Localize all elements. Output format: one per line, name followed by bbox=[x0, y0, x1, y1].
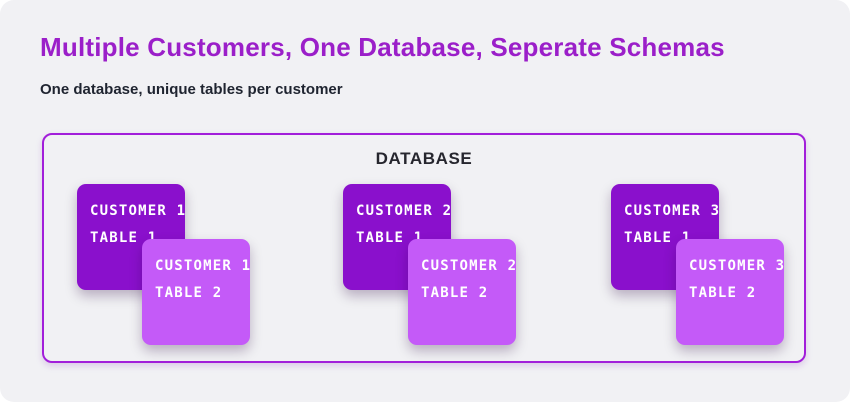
table-card-line1: CUSTOMER 3 bbox=[689, 258, 786, 274]
page-subtitle: One database, unique tables per customer bbox=[40, 81, 343, 98]
customer-1-table-1-card: CUSTOMER 1 TABLE 1 bbox=[77, 184, 185, 290]
customer-2-table-2-card: CUSTOMER 2 TABLE 2 bbox=[408, 239, 516, 345]
database-container: DATABASE CUSTOMER 1 TABLE 1 CUSTOMER 1 T… bbox=[42, 133, 806, 363]
page-title: Multiple Customers, One Database, Sepera… bbox=[40, 32, 725, 62]
table-card-line2: TABLE 1 bbox=[356, 230, 424, 246]
table-card-line2: TABLE 2 bbox=[155, 285, 223, 301]
table-card-line1: CUSTOMER 3 bbox=[624, 203, 721, 219]
customer-3-table-2-card: CUSTOMER 3 TABLE 2 bbox=[676, 239, 784, 345]
table-card-line1: CUSTOMER 2 bbox=[421, 258, 518, 274]
customer-1-table-2-card: CUSTOMER 1 TABLE 2 bbox=[142, 239, 250, 345]
table-card-line2: TABLE 1 bbox=[624, 230, 692, 246]
customer-1-schema-group: CUSTOMER 1 TABLE 1 CUSTOMER 1 TABLE 2 bbox=[77, 184, 251, 346]
table-card-line2: TABLE 2 bbox=[421, 285, 489, 301]
table-card-line1: CUSTOMER 1 bbox=[90, 203, 187, 219]
customer-2-schema-group: CUSTOMER 2 TABLE 1 CUSTOMER 2 TABLE 2 bbox=[343, 184, 517, 346]
table-card-line1: CUSTOMER 1 bbox=[155, 258, 252, 274]
customer-3-schema-group: CUSTOMER 3 TABLE 1 CUSTOMER 3 TABLE 2 bbox=[611, 184, 785, 346]
table-card-line2: TABLE 2 bbox=[689, 285, 757, 301]
database-label: DATABASE bbox=[375, 149, 473, 168]
table-card-line2: TABLE 1 bbox=[90, 230, 158, 246]
table-card-line1: CUSTOMER 2 bbox=[356, 203, 453, 219]
